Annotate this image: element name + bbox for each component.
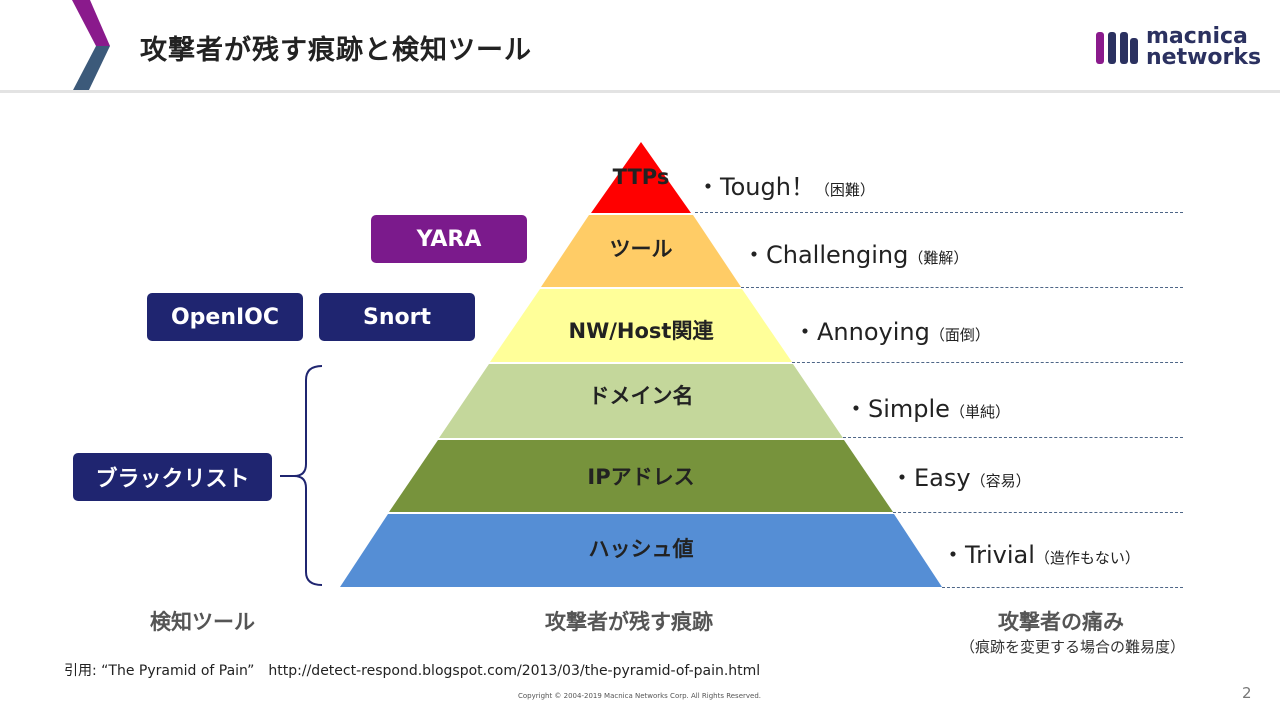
page-title: 攻撃者が残す痕跡と検知ツール (140, 35, 532, 66)
pain-nw-host: ・Annoying（面倒） (793, 312, 990, 347)
separator-nw-host (792, 362, 1183, 363)
pyramid-level-tools (541, 215, 741, 287)
separator-ip (893, 512, 1183, 513)
pain-note: （面倒） (929, 326, 990, 344)
pain-label: ・Easy (890, 464, 971, 492)
level-label-domain: ドメイン名 (588, 384, 694, 408)
pyramid-level-hash (340, 514, 942, 587)
level-label-nw-host: NW/Host関連 (568, 319, 714, 343)
pain-label: ・Annoying (793, 318, 930, 346)
header-chevron (72, 0, 110, 92)
pain-note: （困難） (814, 181, 875, 199)
level-label-ip: IPアドレス (587, 465, 695, 489)
tool-yara: YARA (371, 215, 527, 263)
pain-note: （難解） (908, 249, 969, 267)
column-label-tools: 検知ツール (150, 610, 255, 634)
citation: 引用: “The Pyramid of Pain” http://detect-… (64, 663, 761, 679)
column-label-traces: 攻撃者が残す痕跡 (545, 610, 713, 634)
logo-text: macnica networks (1146, 24, 1262, 70)
pain-label: ・Simple (844, 395, 950, 423)
pain-note: （容易） (970, 472, 1031, 490)
pain-tools: ・Challenging（難解） (742, 235, 968, 270)
pyramid-level-nw-host (490, 289, 792, 362)
separator-hash (942, 587, 1183, 588)
pyramid-level-ip (389, 440, 893, 512)
macnica-logo-mark (1096, 32, 1138, 64)
pain-label: ・Trivial (941, 541, 1035, 569)
column-label-pain: 攻撃者の痛み (998, 610, 1124, 634)
page-number: 2 (1242, 684, 1252, 702)
separator-tools (741, 287, 1183, 288)
pain-label: ・Challenging (742, 241, 909, 269)
copyright: Copyright © 2004-2019 Macnica Networks C… (518, 692, 762, 700)
level-label-tools: ツール (609, 237, 673, 261)
header-divider (0, 90, 1280, 93)
logo-line-2: networks (1146, 45, 1262, 70)
pyramid-level-ttps (591, 142, 691, 213)
pain-hash: ・Trivial（造作もない） (941, 535, 1140, 570)
pain-ttps: ・Tough！（困難） (696, 167, 875, 202)
tool-openioc: OpenIOC (147, 293, 303, 341)
logo-line-1: macnica (1146, 24, 1248, 49)
pain-note: （造作もない） (1034, 549, 1140, 567)
separator-ttps (695, 212, 1183, 213)
pain-label: ・Tough！ (696, 173, 815, 201)
separator-domain (843, 437, 1183, 438)
tool-snort: Snort (319, 293, 475, 341)
pyramid-level-domain (439, 364, 843, 438)
column-sublabel-pain: （痕跡を変更する場合の難易度） (960, 638, 1186, 656)
level-label-ttps: TTPs (612, 165, 670, 189)
pain-domain: ・Simple（単純） (844, 389, 1010, 424)
level-label-hash: ハッシュ値 (588, 537, 694, 561)
tool-blacklist: ブラックリスト (73, 453, 272, 501)
pain-ip: ・Easy（容易） (890, 458, 1031, 493)
pain-note: （単純） (949, 403, 1010, 421)
